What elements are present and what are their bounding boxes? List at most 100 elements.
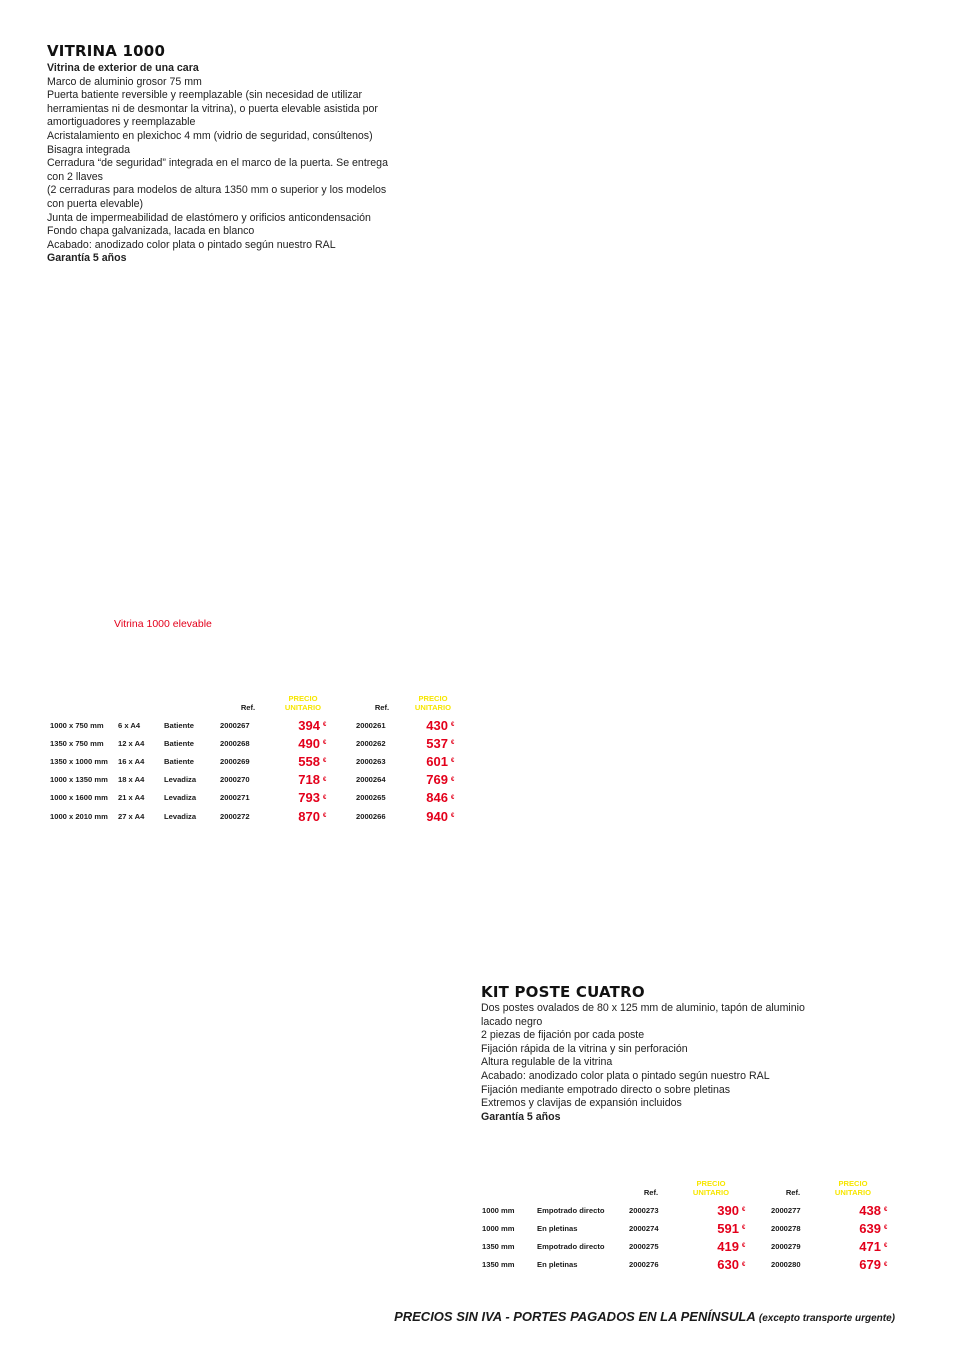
footer-main: PRECIOS SIN IVA - PORTES PAGADOS EN LA P… (394, 1309, 756, 1324)
capacity-cell: 12 x A4 (118, 738, 145, 748)
price-cell: 558 (298, 753, 320, 769)
door-type-cell: Levadiza (164, 811, 197, 821)
currency-symbol: € (451, 722, 455, 729)
size-cell: 1350 mm (482, 1241, 515, 1251)
capacity-cell: 27 x A4 (118, 811, 145, 821)
price-cell: 537 (426, 735, 448, 751)
kit-feature-line: lacado negro (481, 1015, 543, 1028)
price-cell: 793 (298, 790, 320, 806)
currency-symbol: € (742, 1207, 746, 1214)
size-cell: 1000 mm (482, 1205, 515, 1215)
spacer-cell (330, 771, 356, 789)
ref-cell: 2000263 (356, 756, 386, 766)
ref-header: Ref. (374, 703, 390, 712)
footer-note: PRECIOS SIN IVA - PORTES PAGADOS EN LA P… (394, 1309, 895, 1324)
price-cell: 630 (717, 1257, 739, 1273)
currency-symbol: € (323, 794, 327, 801)
price-cell: 940 (426, 808, 448, 824)
spacer-cell (749, 1201, 771, 1219)
mount-type-cell: En pletinas (537, 1223, 578, 1233)
capacity-cell: 21 x A4 (118, 793, 145, 803)
spacer-cell (330, 807, 356, 825)
price-cell: 430 (426, 717, 448, 733)
currency-symbol: € (742, 1261, 746, 1268)
vitrina-guarantee: Garantía 5 años (47, 252, 127, 265)
vitrina-feature-line: Fondo chapa galvanizada, lacada en blanc… (47, 225, 255, 238)
mount-type-cell: Empotrado directo (537, 1241, 605, 1251)
currency-symbol: € (884, 1261, 888, 1268)
vitrina-feature-line: Acabado: anodizado color plata o pintado… (47, 238, 336, 251)
door-type-cell: Batiente (164, 738, 194, 748)
ref-header: Ref. (643, 1188, 659, 1197)
ref-cell: 2000270 (220, 775, 250, 785)
size-cell: 1350 mm (482, 1260, 515, 1270)
currency-symbol: € (742, 1243, 746, 1250)
vitrina-feature-line: amortiguadores y reemplazable (47, 116, 196, 129)
currency-symbol: € (884, 1225, 888, 1232)
vitrina-feature-line: Marco de aluminio grosor 75 mm (47, 75, 202, 88)
vitrina-description: Vitrina de exterior de una cara Marco de… (47, 62, 447, 266)
price-cell: 601 (426, 753, 448, 769)
price-cell: 490 (298, 735, 320, 751)
price-cell: 679 (859, 1257, 881, 1273)
currency-symbol: € (884, 1207, 888, 1214)
door-type-cell: Levadiza (164, 793, 197, 803)
ref-cell: 2000272 (220, 811, 250, 821)
size-cell: 1000 x 1350 mm (50, 775, 108, 785)
ref-cell: 2000280 (771, 1260, 801, 1270)
kit-feature-line: Fijación mediante empotrado directo o so… (481, 1083, 731, 1096)
ref-cell: 2000262 (356, 738, 386, 748)
price-cell: 769 (426, 772, 448, 788)
price-cell: 390 (717, 1202, 739, 1218)
price-cell: 419 (717, 1238, 739, 1254)
kit-guarantee: Garantía 5 años (481, 1110, 561, 1123)
vitrina-feature-line: con puerta elevable) (47, 197, 143, 210)
spacer-cell (330, 734, 356, 752)
ref-cell: 2000269 (220, 756, 250, 766)
vitrina-feature-line: Bisagra integrada (47, 143, 131, 156)
price-cell: 394 (298, 717, 320, 733)
image-caption: Vitrina 1000 elevable (114, 618, 212, 630)
size-cell: 1000 mm (482, 1223, 515, 1233)
ref-cell: 2000279 (771, 1241, 801, 1251)
currency-symbol: € (323, 740, 327, 747)
vitrina-feature-line: Junta de impermeabilidad de elastómero y… (47, 211, 371, 224)
vitrina-subtitle: Vitrina de exterior de una cara (47, 62, 199, 74)
kit-feature-line: Extremos y clavijas de expansión incluid… (481, 1097, 682, 1110)
kit-description: Dos postes ovalados de 80 x 125 mm de al… (481, 1002, 881, 1124)
ref-cell: 2000274 (629, 1223, 659, 1233)
door-type-cell: Levadiza (164, 775, 197, 785)
footer-sub: (excepto transporte urgente) (758, 1313, 895, 1324)
ref-cell: 2000278 (771, 1223, 801, 1233)
ref-cell: 2000261 (356, 720, 386, 730)
currency-symbol: € (884, 1243, 888, 1250)
vitrina-feature-line: Cerradura “de seguridad” integrada en el… (47, 157, 388, 170)
currency-symbol: € (451, 740, 455, 747)
ref-cell: 2000266 (356, 811, 386, 821)
price-cell: 846 (426, 790, 448, 806)
spacer-cell (749, 1219, 771, 1237)
spacer-cell (749, 1237, 771, 1255)
spacer-cell (330, 716, 356, 734)
kit-feature-line: Acabado: anodizado color plata o pintado… (481, 1069, 770, 1082)
ref-cell: 2000271 (220, 793, 250, 803)
currency-symbol: € (323, 813, 327, 820)
spacer-cell (749, 1256, 771, 1274)
ref-cell: 2000268 (220, 738, 250, 748)
price-cell: 591 (717, 1220, 739, 1236)
kit-feature-line: Fijación rápida de la vitrina y sin perf… (481, 1042, 688, 1055)
vitrina-feature-line: (2 cerraduras para modelos de altura 135… (47, 184, 387, 197)
